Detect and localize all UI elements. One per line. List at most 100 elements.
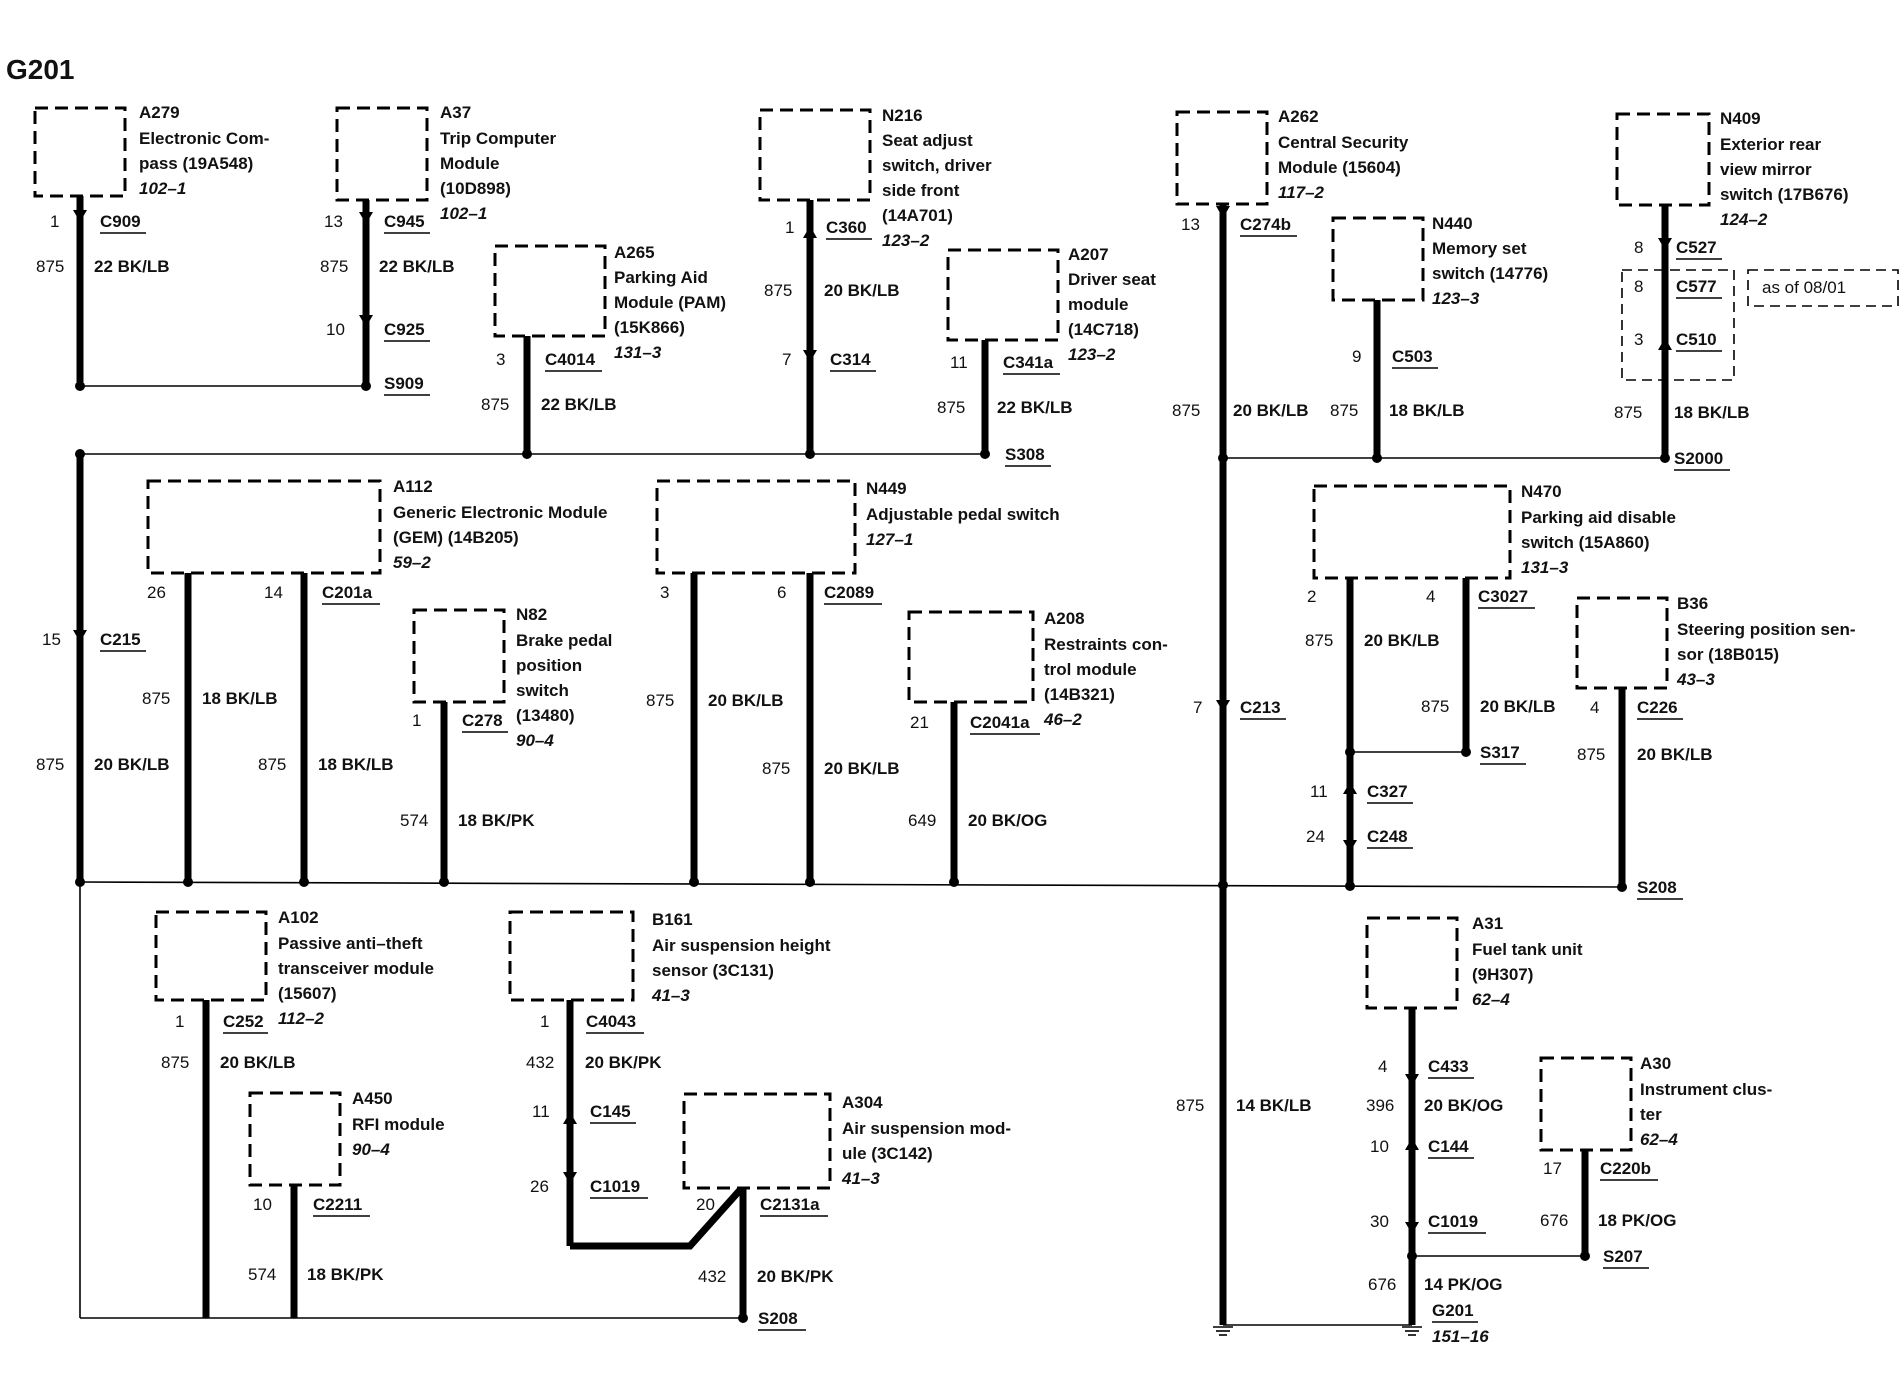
box-n449 [655,479,857,575]
ground-id: G201 [1432,1301,1474,1320]
connector-pin: 1 [50,212,59,231]
connector-pin: 10 [253,1195,272,1214]
box-a31 [1365,916,1459,1010]
wire-circuit: 875 [646,691,674,710]
connector-pin: 6 [777,583,786,602]
component-id: N449 [866,479,907,498]
component-ref: 102–1 [440,204,487,223]
wire-spec: 22 BK/LB [94,257,170,276]
component-name-line: (15K866) [614,318,685,337]
connector-pin: 4 [1590,698,1599,717]
component-name-line: Driver seat [1068,270,1156,289]
connector-pin: 13 [324,212,343,231]
connector-pin: 26 [530,1177,549,1196]
component-name-line: (GEM) (14B205) [393,528,519,547]
wire-spec: 20 BK/OG [1424,1096,1503,1115]
component-ref: 90–4 [352,1140,390,1159]
splice-dots [75,381,1670,1323]
component-id: A102 [278,908,319,927]
splice-id: S208 [1637,878,1677,897]
connector-pin: 1 [175,1012,184,1031]
splice-id: S208 [758,1309,798,1328]
box-n409 [1615,112,1711,207]
thin-wires [79,385,1665,1326]
connector-pin: 1 [540,1012,549,1031]
wire-circuit: 875 [36,755,64,774]
box-a265 [493,244,607,338]
wire-spec: 22 BK/LB [997,398,1073,417]
component-name-line: switch, driver [882,156,992,175]
connector-pin: 7 [1193,698,1202,717]
component-name-line: Seat adjust [882,131,973,150]
connector-id: C252 [223,1012,264,1031]
wire-spec: 14 BK/LB [1236,1096,1312,1115]
component-ref: 59–2 [393,553,431,572]
component-name-line: Fuel tank unit [1472,940,1583,959]
connector-id: C220b [1600,1159,1651,1178]
box-n216 [758,108,872,202]
wire-spec: 20 BK/LB [1364,631,1440,650]
box-a112 [146,479,382,575]
connector-id: C4014 [545,350,596,369]
component-name-line: (14C718) [1068,320,1139,339]
component-name-line: (13480) [516,706,575,725]
box-a37 [335,106,429,202]
connector-id: C577 [1676,277,1717,296]
wire-circuit: 875 [1176,1096,1204,1115]
wire-circuit: 875 [764,281,792,300]
connector-id: C945 [384,212,425,231]
box-n470 [1312,484,1512,580]
connector-pin: 17 [1543,1159,1562,1178]
connector-pin: 10 [326,320,345,339]
wire-circuit: 875 [762,759,790,778]
component-name-line: Central Security [1278,133,1409,152]
ground-ref: 151–16 [1432,1327,1489,1346]
component-id: A31 [1472,914,1503,933]
component-id: A30 [1640,1054,1671,1073]
wire-circuit: 875 [258,755,286,774]
component-ref: 123–2 [882,231,930,250]
component-name-line: transceiver module [278,959,434,978]
component-id: A265 [614,243,655,262]
component-name-line: Module (15604) [1278,158,1401,177]
box-n82 [412,608,506,704]
component-name-line: Instrument clus- [1640,1080,1772,1099]
splice-id: S909 [384,374,424,393]
wire-spec: 22 BK/LB [541,395,617,414]
wire-circuit: 396 [1366,1096,1394,1115]
wire-circuit: 432 [526,1053,554,1072]
wire-spec: 22 BK/LB [379,257,455,276]
component-name-line: Generic Electronic Module [393,503,607,522]
wire-spec: 20 BK/LB [708,691,784,710]
connector-pin: 30 [1370,1212,1389,1231]
connector-id: C925 [384,320,425,339]
splice-id: S207 [1603,1247,1643,1266]
component-name-line: Steering position sen- [1677,620,1856,639]
wire-spec: 18 BK/LB [202,689,278,708]
connector-labels: 1 C909 13 C945 10 C925 3 C4014 1 C360 7 … [42,212,1722,1234]
component-name-line: sor (18B015) [1677,645,1779,664]
component-id: A279 [139,103,180,122]
connector-id: C327 [1367,782,1408,801]
wire-spec: 18 BK/LB [1674,403,1750,422]
component-ref: 117–2 [1278,183,1325,202]
wire-circuit: 875 [1577,745,1605,764]
component-id: A450 [352,1089,393,1108]
connector-id: C341a [1003,353,1054,372]
component-ref: 43–3 [1676,670,1715,689]
splice-id: S2000 [1674,449,1723,468]
wire-spec: 18 BK/PK [307,1265,384,1284]
wire-circuit: 875 [1421,697,1449,716]
connector-pin: 1 [412,711,421,730]
box-a208 [907,610,1035,704]
connector-id: C274b [1240,215,1291,234]
component-ref: 46–2 [1043,710,1082,729]
wire-circuit: 875 [142,689,170,708]
wire-circuit: 676 [1368,1275,1396,1294]
wire-spec: 20 BK/PK [585,1053,662,1072]
connector-pin: 21 [910,713,929,732]
connector-id: C2211 [313,1195,362,1214]
component-boxes [33,106,1899,1190]
component-id: B161 [652,910,693,929]
component-name-line: Trip Computer [440,129,557,148]
